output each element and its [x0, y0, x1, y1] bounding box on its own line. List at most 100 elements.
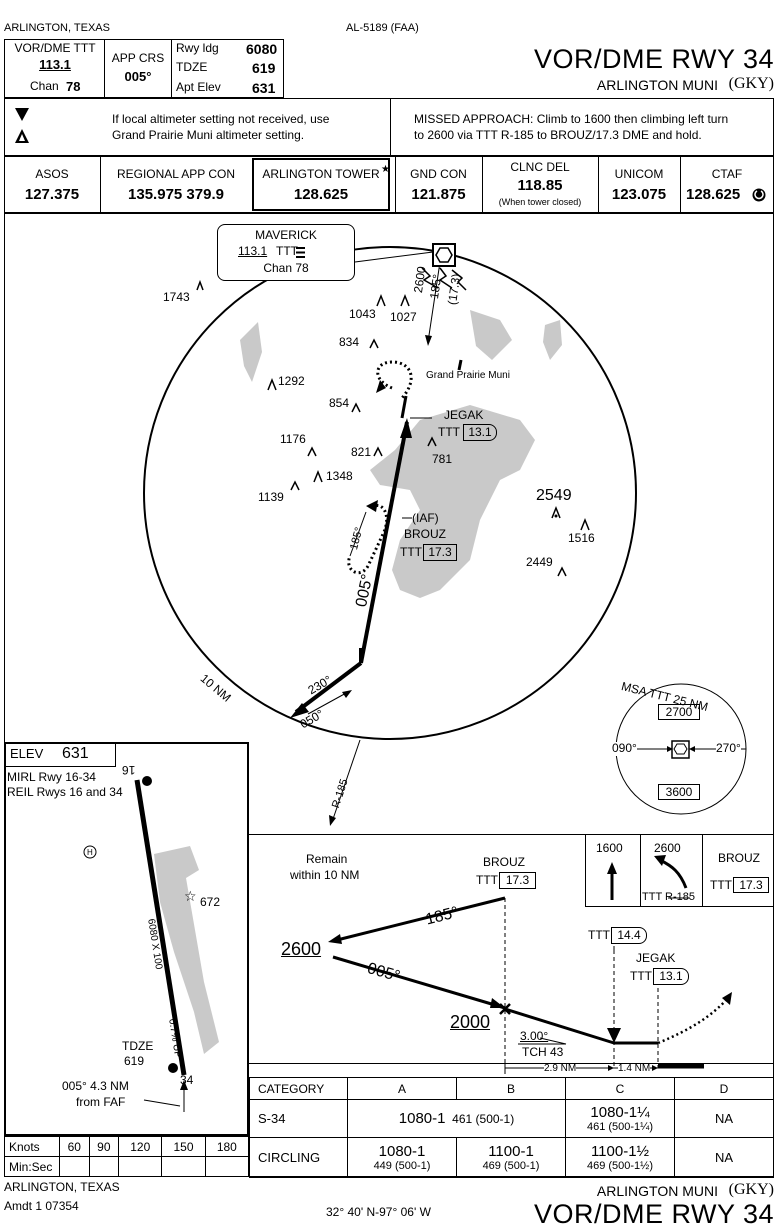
brouz-hold-pattern — [347, 504, 389, 575]
comm-freq-ctaf: 128.625 — [686, 186, 741, 203]
min-circ-a-main: 1080-1 — [378, 1143, 426, 1160]
lighting-note-1: MIRL Rwy 16-34 — [7, 770, 96, 784]
grand-prairie-runway — [457, 359, 463, 371]
obstacle-label: 1743 — [163, 290, 190, 304]
lake-shape — [470, 310, 512, 360]
min-circ-b-sub: 469 (500-1) — [482, 1160, 540, 1172]
runway-16-34 — [134, 779, 187, 1076]
climbing-turn-arrow-icon — [659, 858, 688, 889]
ma-icon-alt-2: 2600 — [654, 841, 681, 855]
obstacle-label: 821 — [351, 445, 372, 459]
minimums-table: CATEGORY A B C D S-34 1080-1 461 (500-1)… — [249, 1077, 774, 1178]
comm-label-tower: ARLINGTON TOWER — [262, 167, 380, 181]
min-circ-b-main: 1100-1 — [488, 1143, 534, 1160]
obstacle-label: 781 — [432, 452, 453, 466]
elev-box — [4, 742, 116, 767]
remain-label-1: Remain — [306, 852, 348, 866]
final-course-arrow — [400, 418, 412, 438]
footer-title: VOR/DME RWY 34 — [533, 1199, 774, 1229]
glideslope-angle: 3.00° — [520, 1029, 549, 1043]
msa-brg-left: 090° — [612, 741, 637, 756]
obstacle-label-highest: 2549 — [536, 487, 572, 504]
comm-freq-clearance: 118.85 — [517, 177, 563, 194]
rwy-ldg-label: Rwy ldg — [176, 41, 219, 55]
tower-box — [252, 158, 390, 211]
min-row-s34-label: S-34 — [249, 1099, 348, 1138]
obstacle-label: 1292 — [278, 374, 305, 388]
heliport-icon — [83, 845, 97, 859]
speed-cell: 180 — [204, 1136, 250, 1157]
reil-34-icon — [168, 1063, 178, 1073]
app-crs-value: 005° — [124, 69, 152, 84]
nav-label: VOR/DME TTT — [14, 41, 96, 55]
ma-icon-ttt: TTT — [710, 878, 732, 892]
procedure-id: AL-5189 (FAA) — [346, 22, 419, 34]
time-cell — [204, 1156, 250, 1177]
comm-label-approach: REGIONAL APP CON — [116, 167, 236, 181]
distance-1: 2.9 NM — [544, 1063, 577, 1075]
jegak-dme-box: 13.1 — [463, 424, 497, 441]
speed-cell: 120 — [118, 1136, 163, 1157]
rwy-ldg-value: 6080 — [246, 41, 278, 57]
airport-id: (GKY) — [728, 75, 774, 92]
comm-note-clearance: (When tower closed) — [498, 197, 582, 207]
comm-label-ctaf: CTAF — [711, 167, 743, 181]
obstacle-label: 834 — [339, 335, 360, 349]
altimeter-note-2: Grand Prairie Muni altimeter setting. — [112, 128, 305, 142]
chan-value: 78 — [66, 79, 81, 94]
lake-shape — [543, 320, 562, 360]
brouz-dme-box: 17.3 — [423, 544, 457, 561]
min-s34-c-main: 1080-1¼ — [590, 1104, 650, 1121]
ten-nm-ring — [143, 246, 637, 740]
jegak-label: JEGAK — [444, 408, 484, 422]
obstacle-label: 854 — [329, 396, 350, 410]
radial-185-line — [427, 261, 441, 343]
footer-airport: ARLINGTON MUNI — [596, 1183, 718, 1199]
comm-label-clearance: CLNC DEL — [510, 160, 570, 174]
tower-icon: ☆ — [184, 888, 197, 904]
ad-tdze-label: TDZE — [122, 1039, 154, 1053]
svg-text:H: H — [87, 848, 93, 857]
profile-alt-2600: 2600 — [281, 939, 322, 959]
comms-strip — [4, 156, 774, 213]
ma-icon-alt-1: 1600 — [596, 841, 623, 855]
comm-freq-tower: 128.625 — [293, 186, 349, 203]
speed-table: Knots 60 90 120 150 180 Min:Sec — [4, 1136, 250, 1177]
stepdown-ttt: TTT — [588, 928, 610, 942]
maverick-id: TTT — [276, 244, 298, 258]
min-header-b: B — [456, 1077, 566, 1100]
feeder-course-line — [294, 661, 363, 714]
profile-brouz-ttt: TTT — [476, 873, 498, 887]
remain-label-2: within 10 NM — [290, 868, 360, 882]
min-header-c: C — [565, 1077, 675, 1100]
missed-icons-box — [585, 834, 774, 907]
maverick-box — [217, 224, 355, 281]
apt-elev-value: 631 — [252, 80, 276, 96]
min-circ-c-sub: 469 (500-1½) — [586, 1160, 654, 1172]
min-circ-c-main: 1100-1½ — [590, 1143, 650, 1160]
obstacle-label: 2449 — [526, 555, 553, 569]
min-header-a: A — [347, 1077, 457, 1100]
apt-elev-label: Apt Elev — [176, 80, 221, 94]
elev-label: ELEV — [10, 746, 44, 761]
missed-approach-path — [657, 997, 729, 1045]
obstacle-label: 1348 — [326, 469, 353, 483]
ma-icon-fix: BROUZ — [718, 851, 760, 865]
comm-freq-ground: 121.875 — [411, 186, 466, 203]
footer-amendment: Amdt 1 07354 — [4, 1199, 79, 1213]
elev-value: 631 — [62, 745, 89, 762]
missed-hold-pattern — [376, 360, 413, 399]
airport-diagram-graphics: H ☆ — [83, 776, 219, 1112]
obstacle-label: 1027 — [390, 310, 417, 324]
profile-alt-2000: 2000 — [450, 1012, 491, 1032]
vortac-icon — [432, 243, 456, 267]
footer-coordinates: 32° 40' N-97° 06' W — [326, 1205, 431, 1219]
lake-shape — [240, 322, 262, 382]
comm-freq-approach: 135.975 379.9 — [128, 186, 224, 203]
msa-alt-north: 2700 — [658, 704, 700, 720]
iaf-label: (IAF) — [412, 511, 439, 525]
distance-2: 1.4 NM — [618, 1063, 651, 1075]
